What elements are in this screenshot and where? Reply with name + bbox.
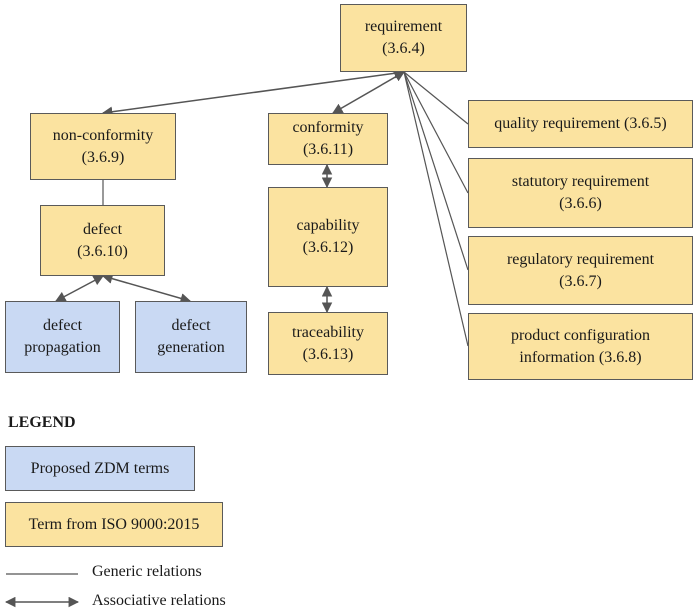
relation-requirement-regulatory [403,71,469,271]
node-label: non-conformity [52,126,154,144]
legend-title: LEGEND [8,414,76,431]
node-requirement: requirement (3.6.4) [340,4,467,72]
relation-requirement-product-config [403,71,469,347]
node-statutory-requirement: statutory requirement (3.6.6) [468,158,693,228]
node-traceability: traceability (3.6.13) [268,312,388,375]
relation-requirement-statutory [403,71,469,194]
node-label: defect [42,317,83,334]
node-code: (3.6.6) [559,195,602,212]
node-code: propagation [24,339,101,356]
node-code: (3.6.12) [302,239,354,256]
node-product-configuration: product configuration information (3.6.8… [468,313,693,380]
node-code: (3.6.9) [81,148,125,166]
node-label: traceability [292,323,364,341]
legend-associative-label: Associative relations [92,592,226,609]
legend-iso-label: Term from ISO 9000:2015 [28,515,200,533]
node-regulatory-requirement: regulatory requirement (3.6.7) [468,236,693,305]
node-code: (3.6.11) [302,141,354,158]
node-nonconformity: non-conformity (3.6.9) [30,113,176,180]
node-code: (3.6.13) [302,345,354,363]
node-conformity: conformity (3.6.11) [268,113,388,165]
node-label: statutory requirement [511,173,650,190]
node-code: generation [157,339,225,356]
node-code: (3.6.7) [559,272,602,290]
legend-zdm-label: Proposed ZDM terms [30,459,170,477]
node-label: product configuration [510,326,651,344]
node-label: defect [171,317,211,334]
node-label: requirement [364,18,443,35]
legend-generic-label: Generic relations [92,563,202,580]
node-code: information (3.6.8) [519,348,642,366]
node-label: quality requirement (3.6.5) [494,115,667,132]
relation-requirement-conformity [332,71,405,114]
relation-requirement-nonconformity [101,68,406,117]
node-capability: capability (3.6.12) [268,187,388,287]
node-label: defect [82,220,123,238]
node-label: capability [296,217,360,234]
node-code: (3.6.10) [77,242,128,260]
node-defect-propagation: defect propagation [5,301,120,373]
relation-requirement-quality [403,71,469,125]
node-defect: defect (3.6.10) [40,205,165,276]
node-quality-requirement: quality requirement (3.6.5) [468,100,693,148]
node-label: regulatory requirement [506,250,655,268]
legend-zdm-swatch: Proposed ZDM terms [5,446,195,491]
legend-iso-swatch: Term from ISO 9000:2015 [5,502,223,547]
node-code: (3.6.4) [382,40,425,57]
node-label: conformity [292,119,364,136]
relation-defect-generation [101,273,192,304]
relation-defect-propagation [55,275,104,302]
node-defect-generation: defect generation [135,301,247,373]
